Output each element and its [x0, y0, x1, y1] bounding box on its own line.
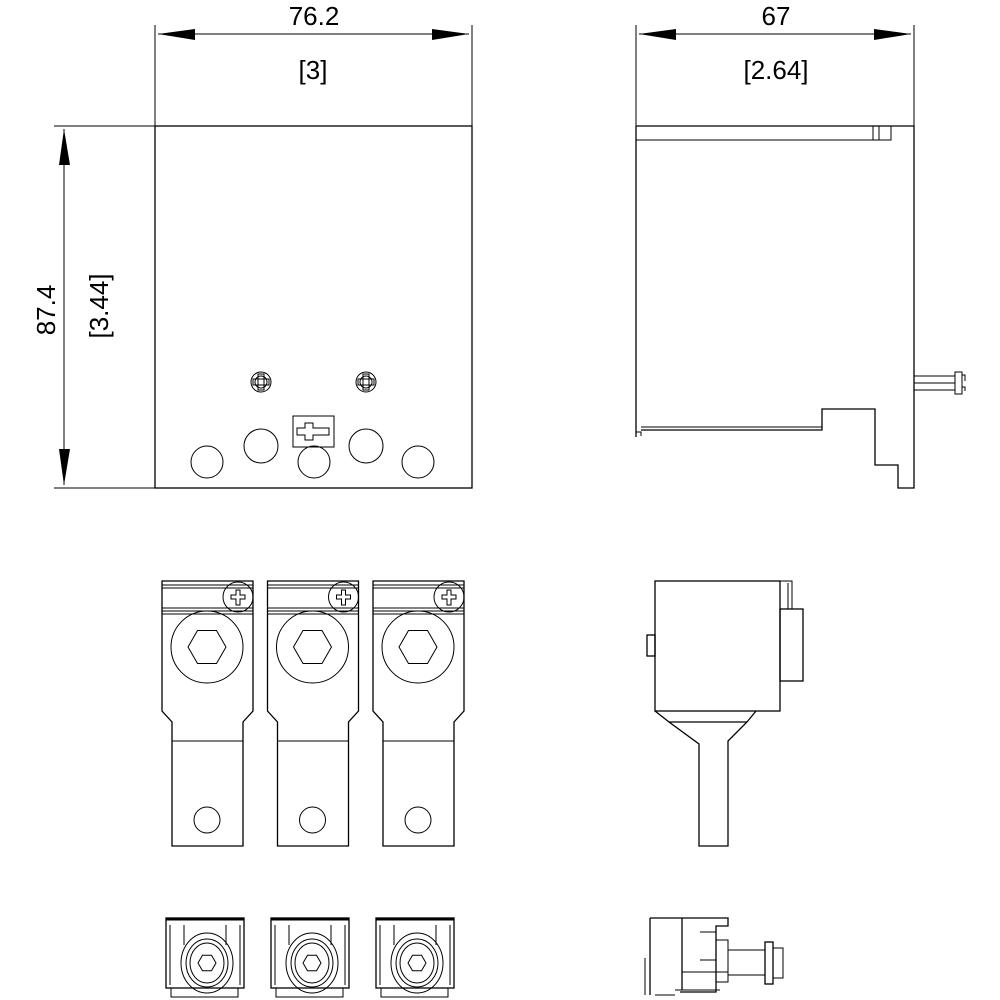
lug-side-view [646, 580, 804, 847]
bottom-side-view [644, 917, 784, 996]
terminal-hole [297, 445, 331, 479]
phillips-screw-icon [250, 371, 272, 393]
depth-dimension: 67 [2.64] [635, 1, 915, 126]
phillips-screw-icon [355, 371, 377, 393]
side-screw-icon [914, 371, 966, 395]
hex-socket-icon [187, 630, 227, 664]
hex-socket-icon [407, 954, 427, 972]
hex-socket-icon [302, 954, 322, 972]
depth-dimension-label: 67 [762, 1, 791, 31]
height-dimension: 87.4 [3.44] [31, 125, 155, 489]
arrow-left-icon [158, 29, 195, 40]
depth-dimension-inches-label: [2.64] [743, 55, 808, 85]
terminal-lug [161, 580, 254, 847]
terminal-hole [190, 445, 224, 479]
terminal-lug [372, 580, 465, 847]
arrow-right-icon [874, 29, 911, 40]
side-housing-outline [635, 125, 915, 489]
lug-bottom-view [375, 917, 455, 998]
width-dimension-label: 76.2 [289, 1, 340, 31]
arrow-down-icon [59, 449, 70, 485]
terminal-hole [348, 428, 384, 464]
clamp-screw-icon [170, 610, 244, 684]
height-dimension-inches-label: [3.44] [84, 273, 114, 338]
hex-socket-icon [292, 630, 333, 664]
terminal-lugs [161, 580, 465, 847]
side-housing-details [636, 126, 892, 436]
arrow-up-icon [59, 129, 70, 165]
mounting-hole [404, 806, 432, 834]
arrow-left-icon [639, 29, 676, 40]
front-view: 76.2 [3] 87.4 [3.44] [31, 1, 473, 489]
mounting-hole [299, 806, 326, 834]
clamp-screw-icon [381, 610, 455, 684]
height-dimension-label: 87.4 [31, 285, 61, 336]
terminal-lug [266, 580, 360, 847]
lug-bottom-view [165, 917, 245, 998]
phillips-screw-icon [433, 581, 465, 613]
width-dimension: 76.2 [3] [154, 1, 473, 126]
clamp-screw-icon [276, 610, 349, 684]
terminal-hole [401, 445, 435, 479]
phillips-screw-icon [328, 581, 359, 613]
side-view: 67 [2.64] [635, 1, 966, 489]
lug-bottom-views [165, 917, 455, 998]
arrow-right-icon [432, 29, 469, 40]
mounting-hole [193, 806, 221, 834]
lug-bottom-view [270, 917, 350, 998]
terminal-hole [243, 428, 279, 464]
phillips-screw-icon [222, 581, 254, 613]
switch-selector [292, 415, 335, 448]
width-dimension-inches-label: [3] [299, 55, 328, 85]
hex-socket-icon [197, 954, 217, 972]
front-housing-outline [154, 125, 473, 489]
hex-socket-icon [398, 630, 438, 664]
